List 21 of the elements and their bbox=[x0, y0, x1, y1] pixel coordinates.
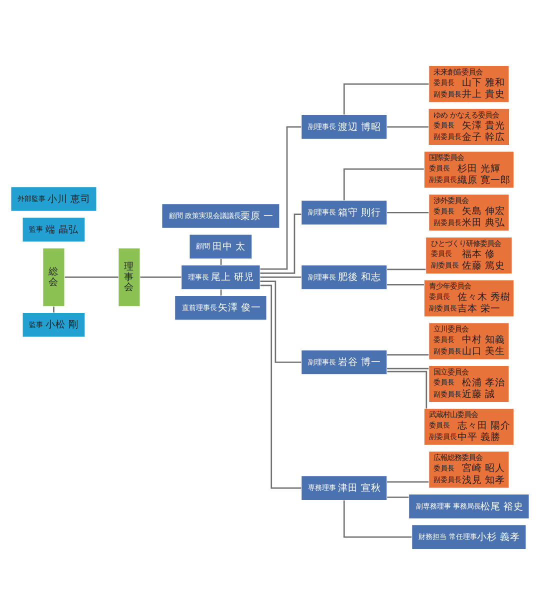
connector bbox=[64, 276, 118, 278]
connector bbox=[387, 480, 429, 482]
connector bbox=[387, 268, 426, 270]
connector bbox=[140, 276, 182, 278]
connector bbox=[387, 284, 424, 285]
connector bbox=[387, 211, 429, 213]
connector bbox=[343, 82, 429, 114]
connector bbox=[387, 354, 429, 355]
connector bbox=[343, 500, 412, 538]
connector bbox=[260, 280, 302, 362]
connector bbox=[387, 367, 429, 369]
node-box: 総会 bbox=[42, 247, 65, 306]
node-box: 理事会 bbox=[118, 247, 140, 306]
connector bbox=[53, 306, 54, 312]
connector bbox=[343, 168, 424, 200]
connector bbox=[387, 496, 409, 498]
connector bbox=[387, 126, 428, 128]
connector bbox=[387, 370, 428, 408]
connector bbox=[260, 276, 302, 278]
connector bbox=[260, 284, 302, 488]
connector bbox=[260, 213, 302, 274]
